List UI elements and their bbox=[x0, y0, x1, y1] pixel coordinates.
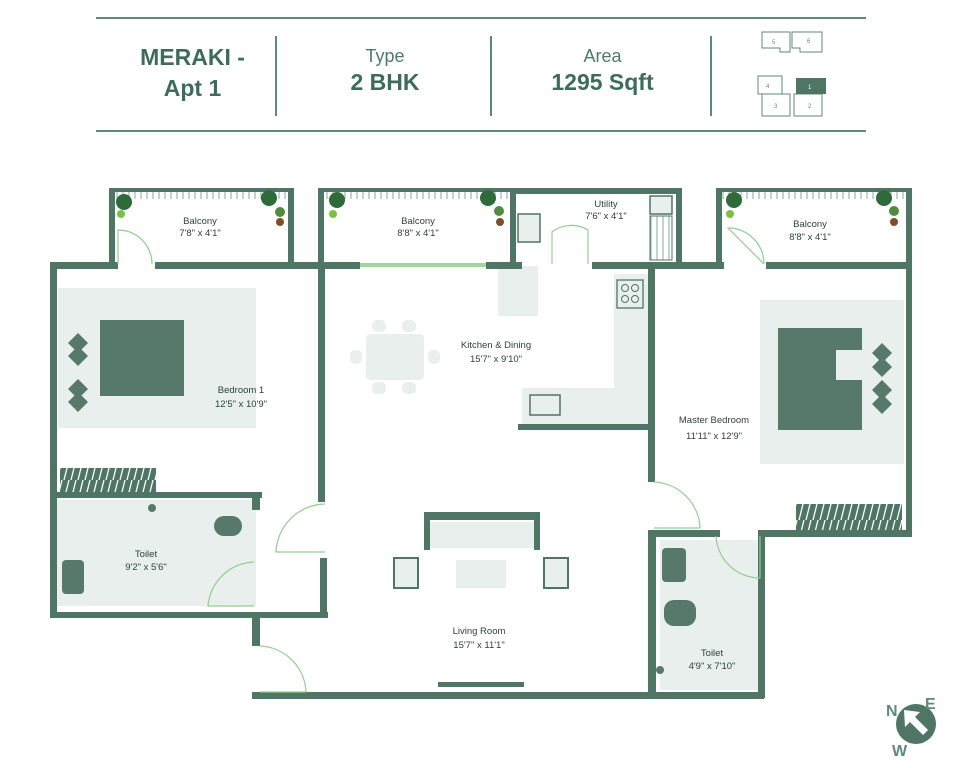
plant-icon bbox=[876, 190, 899, 226]
room-name: Living Room bbox=[453, 626, 506, 637]
balcony-1-railing bbox=[114, 191, 292, 199]
room-size: 8'8" x 4'1" bbox=[397, 228, 439, 239]
shower-icon bbox=[656, 666, 664, 674]
project-title-line2: Apt 1 bbox=[163, 75, 222, 101]
living-furniture bbox=[393, 512, 569, 687]
project-title: MERAKI - Apt 1 bbox=[110, 42, 275, 104]
key-plan-unit-6 bbox=[791, 31, 823, 53]
burner-icon bbox=[631, 284, 639, 292]
toilet-1-wc bbox=[214, 516, 242, 536]
room-name: Balcony bbox=[793, 219, 827, 230]
hob bbox=[616, 279, 644, 309]
bathroom-fixtures bbox=[62, 504, 696, 674]
toilet-2-wc bbox=[664, 600, 696, 626]
coffee-table bbox=[456, 560, 506, 588]
room-size: 11'11" x 12'9" bbox=[686, 431, 742, 442]
dining-table bbox=[350, 320, 440, 394]
compass-north: N bbox=[886, 703, 898, 720]
tv-unit bbox=[438, 682, 524, 687]
header-top-rule bbox=[96, 17, 866, 19]
balcony-railings bbox=[114, 191, 908, 199]
room-name: Bedroom 1 bbox=[218, 385, 264, 396]
room-size: 15'7" x 9'10" bbox=[470, 354, 522, 365]
room-size: 7'6" x 4'1" bbox=[585, 211, 627, 222]
kitchen-counter-bottom bbox=[522, 388, 618, 424]
burner-icon bbox=[631, 295, 639, 303]
key-plan-label: 4 bbox=[766, 84, 770, 90]
room-name: Toilet bbox=[135, 549, 158, 560]
type-value: 2 BHK bbox=[350, 69, 420, 95]
room-size: 9'2" x 5'6" bbox=[125, 562, 167, 573]
floor-fills bbox=[56, 266, 904, 690]
balcony-2-railing bbox=[324, 191, 510, 199]
key-plan-label: 6 bbox=[807, 39, 811, 45]
wardrobe-bedroom-1 bbox=[60, 468, 156, 492]
room-size: 8'8" x 4'1" bbox=[789, 232, 831, 243]
burner-icon bbox=[621, 295, 629, 303]
compass-icon: N E W bbox=[886, 696, 936, 760]
door-swings bbox=[117, 224, 765, 693]
plant-icon bbox=[726, 192, 742, 218]
room-size: 7'8" x 4'1" bbox=[179, 228, 221, 239]
bed-master bbox=[778, 328, 892, 430]
sliding-window bbox=[360, 263, 486, 267]
key-plan-label: 5 bbox=[772, 40, 776, 46]
plan-header: MERAKI - Apt 1 Type 2 BHK Area 1295 Sqft… bbox=[0, 0, 968, 140]
room-size: 12'5" x 10'9" bbox=[215, 399, 267, 410]
armchair-left bbox=[393, 557, 419, 589]
room-size: 4'9" x 7'10" bbox=[689, 661, 736, 672]
key-plan-label: 2 bbox=[808, 104, 812, 110]
key-plan-unit-1 bbox=[796, 78, 826, 94]
key-plan: 5 6 4 1 3 2 bbox=[757, 31, 826, 117]
toilet-2-basin bbox=[662, 548, 686, 582]
header-divider bbox=[710, 36, 712, 116]
room-labels: Balcony 7'8" x 4'1" Balcony 8'8" x 4'1" … bbox=[125, 199, 831, 672]
burner-icon bbox=[621, 284, 629, 292]
key-plan-label: 3 bbox=[774, 104, 778, 110]
area-label: Area bbox=[583, 46, 622, 66]
header-divider bbox=[275, 36, 277, 116]
header-divider bbox=[490, 36, 492, 116]
plant-icon bbox=[116, 194, 132, 218]
bed-bedroom-1 bbox=[68, 320, 184, 412]
room-name: Kitchen & Dining bbox=[461, 340, 531, 351]
room-name: Balcony bbox=[401, 216, 435, 227]
room-name: Toilet bbox=[701, 648, 724, 659]
room-name: Utility bbox=[594, 199, 617, 210]
room-name: Master Bedroom bbox=[679, 415, 749, 426]
walls bbox=[50, 188, 912, 699]
balcony-3-railing bbox=[722, 191, 908, 199]
compass-west: W bbox=[892, 743, 908, 760]
room-name: Balcony bbox=[183, 216, 217, 227]
fridge-area bbox=[498, 266, 538, 316]
utility-sink bbox=[517, 213, 541, 243]
toilet-1-basin bbox=[62, 560, 84, 594]
plant-icons bbox=[116, 190, 899, 226]
kitchen-fixtures bbox=[529, 279, 644, 416]
plant-icon bbox=[261, 190, 285, 226]
sofa-back bbox=[424, 522, 540, 548]
utility-shelf bbox=[649, 215, 673, 261]
key-plan-unit-3 bbox=[761, 93, 791, 117]
plant-icon bbox=[329, 192, 345, 218]
area-block: Area 1295 Sqft bbox=[505, 46, 700, 96]
type-block: Type 2 BHK bbox=[290, 46, 480, 96]
area-value: 1295 Sqft bbox=[551, 69, 654, 95]
plant-icon bbox=[480, 190, 504, 226]
washing-machine bbox=[649, 195, 673, 215]
shower-icon bbox=[148, 504, 156, 512]
compass-east: E bbox=[925, 696, 936, 713]
key-plan-unit-5 bbox=[761, 31, 791, 53]
project-title-line1: MERAKI - bbox=[140, 44, 245, 70]
key-plan-label: 1 bbox=[808, 85, 812, 91]
armchair-right bbox=[543, 557, 569, 589]
header-bottom-rule bbox=[96, 130, 866, 132]
kitchen-sink bbox=[529, 394, 561, 416]
utility-fixtures bbox=[517, 195, 673, 261]
type-label: Type bbox=[365, 46, 405, 66]
sofa bbox=[424, 512, 540, 550]
wardrobe-master-bedroom bbox=[796, 504, 902, 530]
room-size: 15'7" x 11'1" bbox=[453, 640, 504, 651]
